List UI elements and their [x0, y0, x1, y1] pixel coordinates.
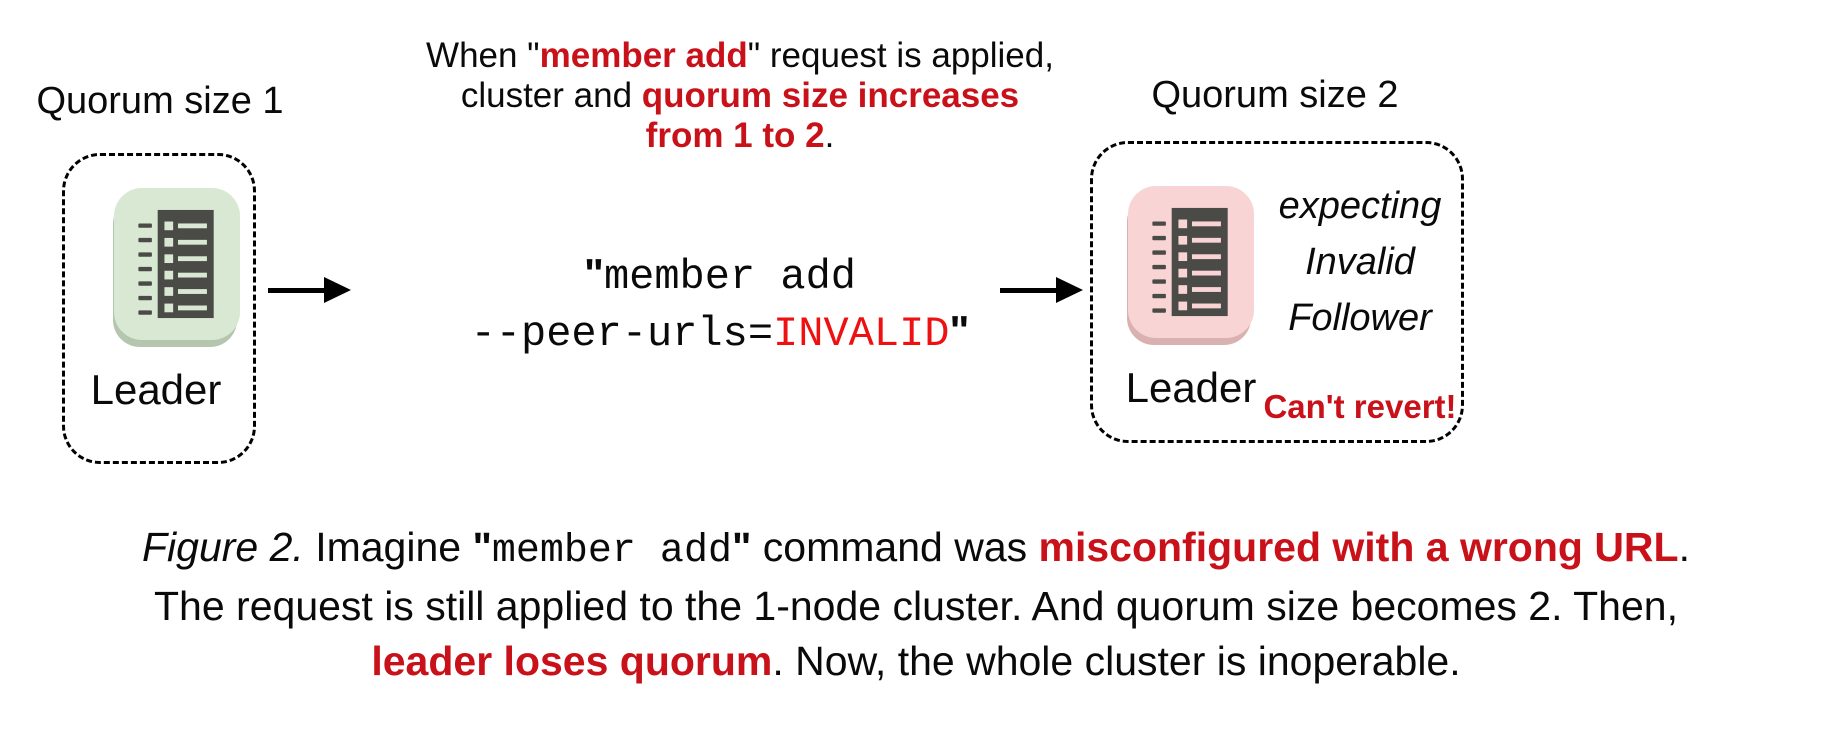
right-cluster-title: Quorum size 2	[1151, 74, 1399, 116]
right-node-label: Leader	[1125, 364, 1257, 411]
caption-open-quote: "	[472, 524, 492, 570]
arrow-right-head-icon	[324, 277, 351, 303]
server-list-icon	[138, 209, 214, 319]
command-line1: member add	[603, 253, 856, 301]
figure-number: Figure 2.	[141, 524, 304, 570]
note-quorum-highlight: quorum size increases	[641, 76, 1020, 115]
member-add-command: "member add --peer-urls=INVALID"	[400, 247, 1040, 361]
caption-text: Imagine	[303, 524, 473, 570]
cant-revert-warning: Can't revert!	[1263, 388, 1457, 425]
command-flag: --peer-urls=	[470, 310, 774, 358]
caption-text: The request is still applied to the 1-no…	[154, 583, 1678, 629]
caption-close-quote: "	[731, 524, 752, 570]
note-from-1-to-2-highlight: from 1 to 2	[645, 116, 825, 155]
figure-caption: Figure 2. Imagine "member add" command w…	[0, 520, 1832, 689]
left-node-label: Leader	[90, 366, 222, 413]
note-text: When "	[426, 36, 540, 75]
note-text: cluster and	[460, 76, 642, 115]
left-cluster-title: Quorum size 1	[36, 80, 284, 122]
command-close-quote: "	[949, 307, 970, 354]
caption-text: command was	[751, 524, 1039, 570]
expecting-line: Follower	[1288, 297, 1432, 339]
leader-node-tile-healthy	[114, 188, 240, 340]
expecting-line: expecting	[1278, 185, 1442, 227]
caption-text: . Now, the whole cluster is inoperable.	[772, 638, 1461, 684]
command-open-quote: "	[584, 250, 604, 297]
caption-loses-quorum-highlight: leader loses quorum	[371, 638, 773, 684]
arrow-right-icon	[1000, 288, 1058, 293]
arrow-right-head-icon	[1056, 277, 1083, 303]
expecting-line: Invalid	[1305, 241, 1415, 283]
expecting-invalid-follower-text: expecting Invalid Follower	[1268, 178, 1452, 346]
right-cluster-boundary	[1090, 141, 1464, 443]
caption-text: .	[1678, 524, 1690, 570]
server-list-icon	[1152, 207, 1228, 317]
command-invalid-value: INVALID	[773, 310, 950, 358]
caption-misconfigured-highlight: misconfigured with a wrong URL	[1038, 524, 1679, 570]
note-text: .	[824, 116, 835, 155]
arrow-right-icon	[268, 288, 326, 293]
note-member-add-highlight: member add	[539, 36, 748, 75]
left-cluster-boundary	[62, 153, 256, 464]
member-add-note: When "member add" request is applied, cl…	[390, 36, 1090, 156]
note-text: " request is applied,	[747, 36, 1054, 75]
leader-node-tile-degraded	[1128, 186, 1254, 338]
caption-member-add-command: member add	[491, 529, 732, 574]
